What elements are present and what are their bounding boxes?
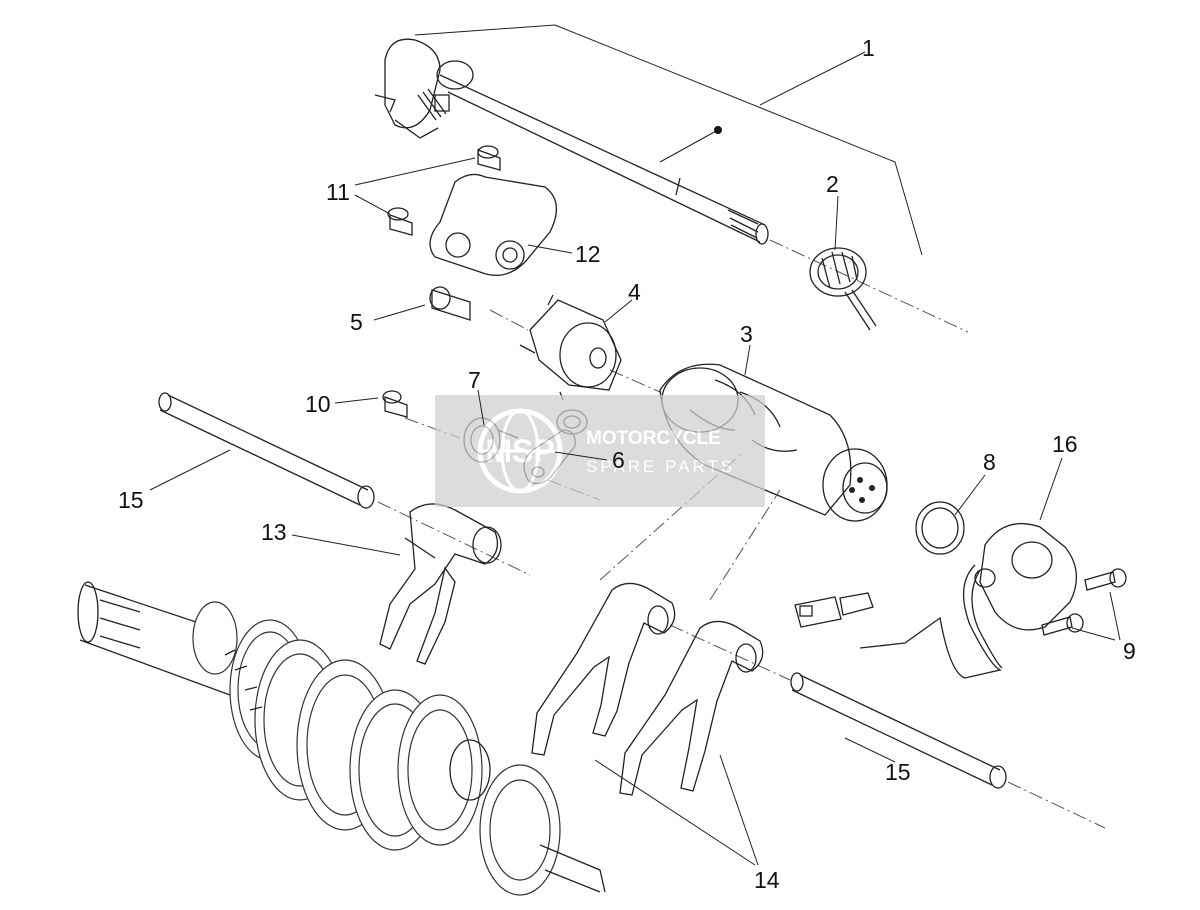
fork-rod-left [158,392,531,576]
watermark-line2: SPARE PARTS [586,457,735,476]
fork-rod-right [669,624,1106,829]
callout-2: 2 [826,171,839,197]
callout-leaders [149,157,1121,866]
shift-shaft [374,38,769,245]
callout-3: 3 [740,321,753,347]
watermark-badge [435,395,765,507]
gear-position-sensor [794,523,1077,679]
callout-1: 1 [862,35,875,61]
callout-13: 13 [261,519,287,545]
gearbox-shaft-assembly [77,581,606,896]
star-cam [519,294,661,401]
return-spring [769,239,969,333]
o-ring [915,501,965,555]
callout-7: 7 [468,367,481,393]
callout-15-left: 15 [118,487,144,513]
watermark-line1: MOTORCYCLE [586,428,721,449]
callout-6: 6 [612,447,625,473]
pins-and-plate [387,145,557,276]
callout-15-right: 15 [885,759,911,785]
callout-9: 9 [1123,638,1136,664]
callout-11: 11 [326,179,350,205]
callout-16: 16 [1052,431,1078,457]
callout-12: 12 [575,241,601,267]
callout-10: 10 [305,391,331,417]
shift-fork-13 [379,503,502,665]
callout-14: 14 [754,867,780,893]
callout-5: 5 [350,309,363,335]
watermark: MSP MOTORCYCLE SPARE PARTS [435,395,765,507]
screws-9 [1041,568,1127,636]
bolt [429,286,529,331]
callout-4: 4 [628,279,641,305]
callout-labels: 1 2 3 4 5 6 7 8 9 10 11 12 13 14 15 15 1… [118,35,1136,893]
watermark-logo-text: MSP [485,433,554,469]
callout-8: 8 [983,449,996,475]
part-1-leader [414,24,923,256]
